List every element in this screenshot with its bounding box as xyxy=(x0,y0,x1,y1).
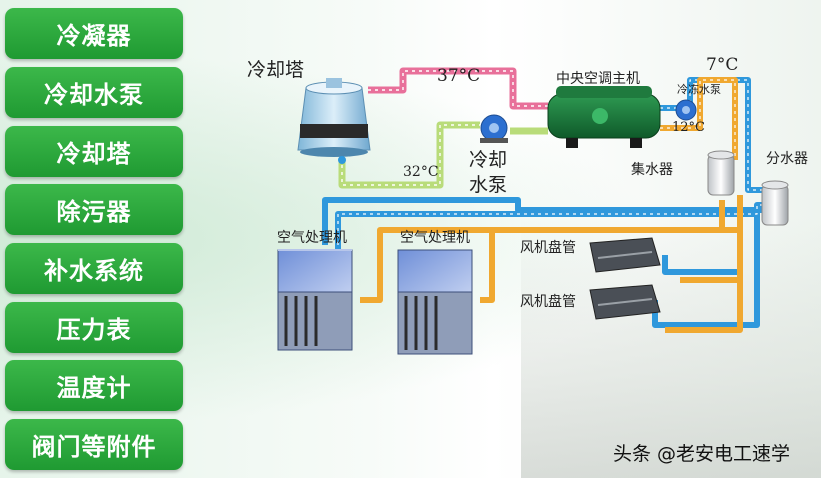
chiller-unit xyxy=(547,86,661,148)
watermark: 头条 @老安电工速学 xyxy=(613,443,791,465)
sidebar-item-cooling-tower[interactable]: 冷却塔 xyxy=(5,126,183,177)
fan-coil-2-label: 风机盘管 xyxy=(520,294,576,310)
temp-37-label: 37°C xyxy=(437,66,481,86)
cooling-tower xyxy=(297,78,371,164)
hot-cooling-water-pipe xyxy=(368,67,548,110)
fan-coil-1-label: 风机盘管 xyxy=(520,240,576,256)
water-collector-tank xyxy=(707,150,735,196)
chiller-label: 中央空调主机 xyxy=(556,71,640,87)
cooling-water-pump xyxy=(480,114,508,143)
sidebar-item-makeup-water[interactable]: 补水系统 xyxy=(5,243,183,294)
chilled-return-pipe xyxy=(360,77,743,333)
sidebar-item-dirt-separator[interactable]: 除污器 xyxy=(5,184,183,235)
cooling-return-pipe xyxy=(338,121,548,189)
ahu-1-label: 空气处理机 xyxy=(277,230,347,246)
sidebar-item-valves[interactable]: 阀门等附件 xyxy=(5,419,183,470)
fan-coil-unit-2 xyxy=(589,284,661,320)
sidebar-item-pressure-gauge[interactable]: 压力表 xyxy=(5,302,183,353)
chilled-pump-label: 冷冻水泵 xyxy=(677,83,721,96)
temp-32-label: 32°C xyxy=(403,164,439,180)
background-room-photo xyxy=(521,218,821,478)
fan-coil-unit-1 xyxy=(589,237,661,273)
sidebar-item-thermometer[interactable]: 温度计 xyxy=(5,360,183,411)
water-distributor-label: 分水器 xyxy=(766,151,808,167)
cooling-pump-label-line1: 冷却 xyxy=(469,149,508,171)
sidebar-item-condenser[interactable]: 冷凝器 xyxy=(5,8,183,59)
cooling-tower-label: 冷却塔 xyxy=(247,59,305,81)
temp-12-label: 12°C xyxy=(672,120,705,135)
chilled-water-pump xyxy=(675,99,697,121)
ahu-2-label: 空气处理机 xyxy=(400,230,470,246)
water-distributor-tank xyxy=(761,180,789,226)
temp-7-label: 7°C xyxy=(706,55,739,75)
air-handling-unit-2 xyxy=(397,249,473,355)
water-collector-label: 集水器 xyxy=(631,162,673,178)
sidebar-item-cooling-pump[interactable]: 冷却水泵 xyxy=(5,67,183,118)
air-handling-unit-1 xyxy=(277,249,353,351)
cooling-pump-label-line2: 水泵 xyxy=(469,174,508,196)
